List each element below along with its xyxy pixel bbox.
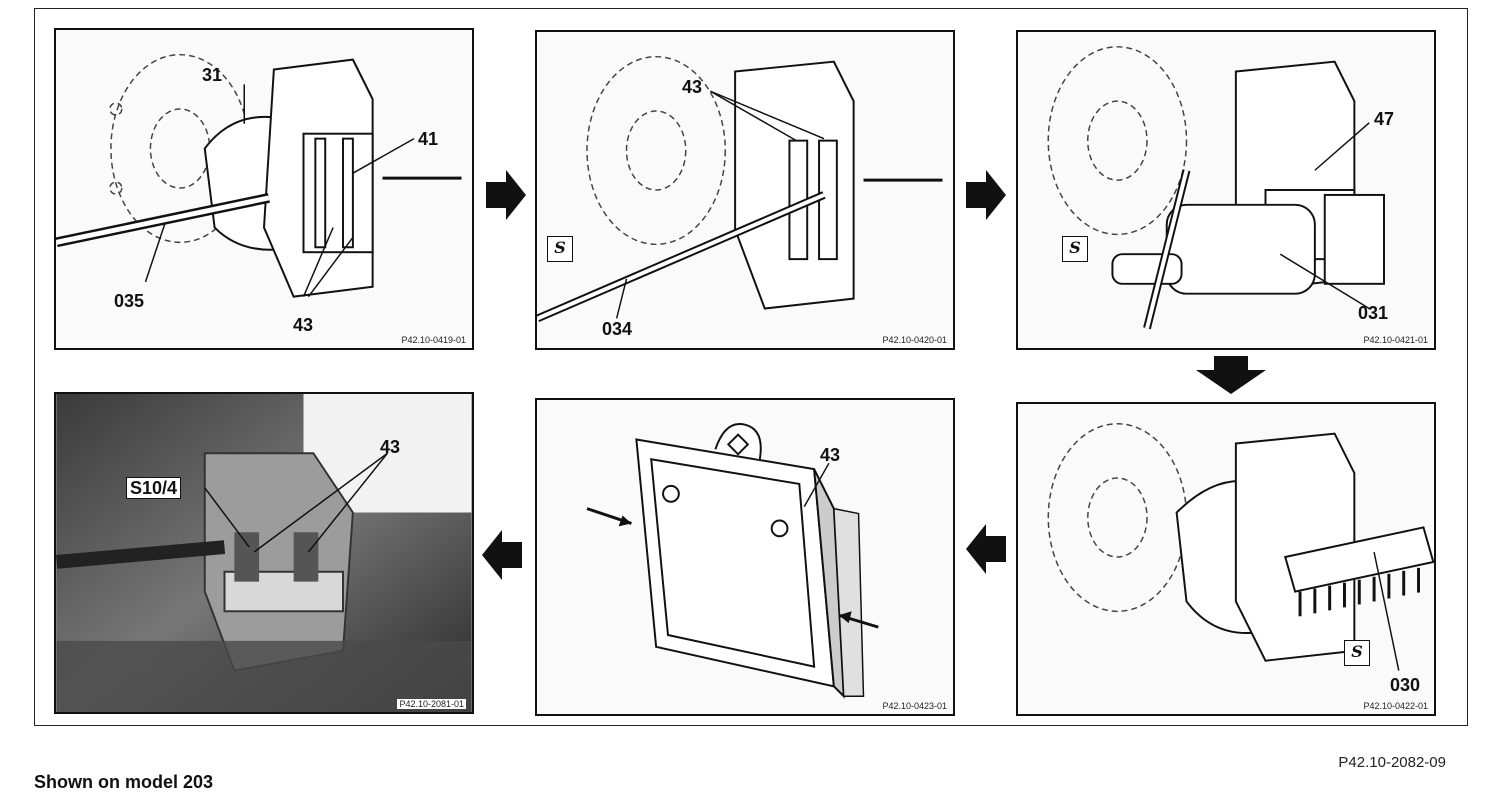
panel-step-1: 31 41 035 43 P42.10-0419-01 xyxy=(54,28,474,350)
label-43: 43 xyxy=(820,445,841,465)
arrow-left-icon xyxy=(482,530,522,580)
caliper-photo xyxy=(56,394,472,712)
label-s10-4: S10/4 xyxy=(126,477,182,499)
panel-code: P42.10-2081-01 xyxy=(397,699,466,709)
label-43: 43 xyxy=(380,437,401,457)
brake-pad-drawing xyxy=(586,423,879,699)
figure-caption: Shown on model 203 xyxy=(34,772,214,792)
panel-step-3: S 47 031 P42.10-0421-01 xyxy=(1016,30,1436,350)
panel-code: P42.10-0419-01 xyxy=(401,335,466,345)
label-43: 43 xyxy=(682,77,703,97)
panel-code: P42.10-0421-01 xyxy=(1363,335,1428,345)
brake-caliper-drawing-4 xyxy=(1047,423,1434,671)
brake-caliper-drawing-3 xyxy=(1047,46,1385,330)
panel-step-5: 43 P42.10-0423-01 xyxy=(535,398,955,716)
label-41: 41 xyxy=(418,129,439,149)
brake-caliper-drawing-2 xyxy=(537,55,943,323)
label-31: 31 xyxy=(202,65,223,85)
label-47: 47 xyxy=(1374,109,1395,129)
label-030: 030 xyxy=(1390,675,1421,695)
arrow-right-icon xyxy=(486,170,526,220)
label-031: 031 xyxy=(1358,303,1389,323)
figure-reference: P42.10-2082-09 xyxy=(1338,754,1446,771)
label-034: 034 xyxy=(602,319,633,339)
brake-caliper-drawing-1 xyxy=(56,53,462,298)
panel-code: P42.10-0420-01 xyxy=(882,335,947,345)
arrow-down-icon xyxy=(1196,356,1266,394)
special-tool-icon: S xyxy=(1062,236,1088,262)
arrow-right-icon xyxy=(966,170,1006,220)
special-tool-icon: S xyxy=(1344,640,1370,666)
panel-code: P42.10-0422-01 xyxy=(1363,701,1428,711)
panel-code: P42.10-0423-01 xyxy=(882,701,947,711)
label-43: 43 xyxy=(293,315,314,335)
arrow-left-icon xyxy=(966,524,1006,574)
panel-step-4: S 030 P42.10-0422-01 xyxy=(1016,402,1436,716)
label-035: 035 xyxy=(114,291,145,311)
panel-step-2: S 43 034 P42.10-0420-01 xyxy=(535,30,955,350)
special-tool-icon: S xyxy=(547,236,573,262)
panel-step-6-photo: S10/4 43 P42.10-2081-01 xyxy=(54,392,474,714)
